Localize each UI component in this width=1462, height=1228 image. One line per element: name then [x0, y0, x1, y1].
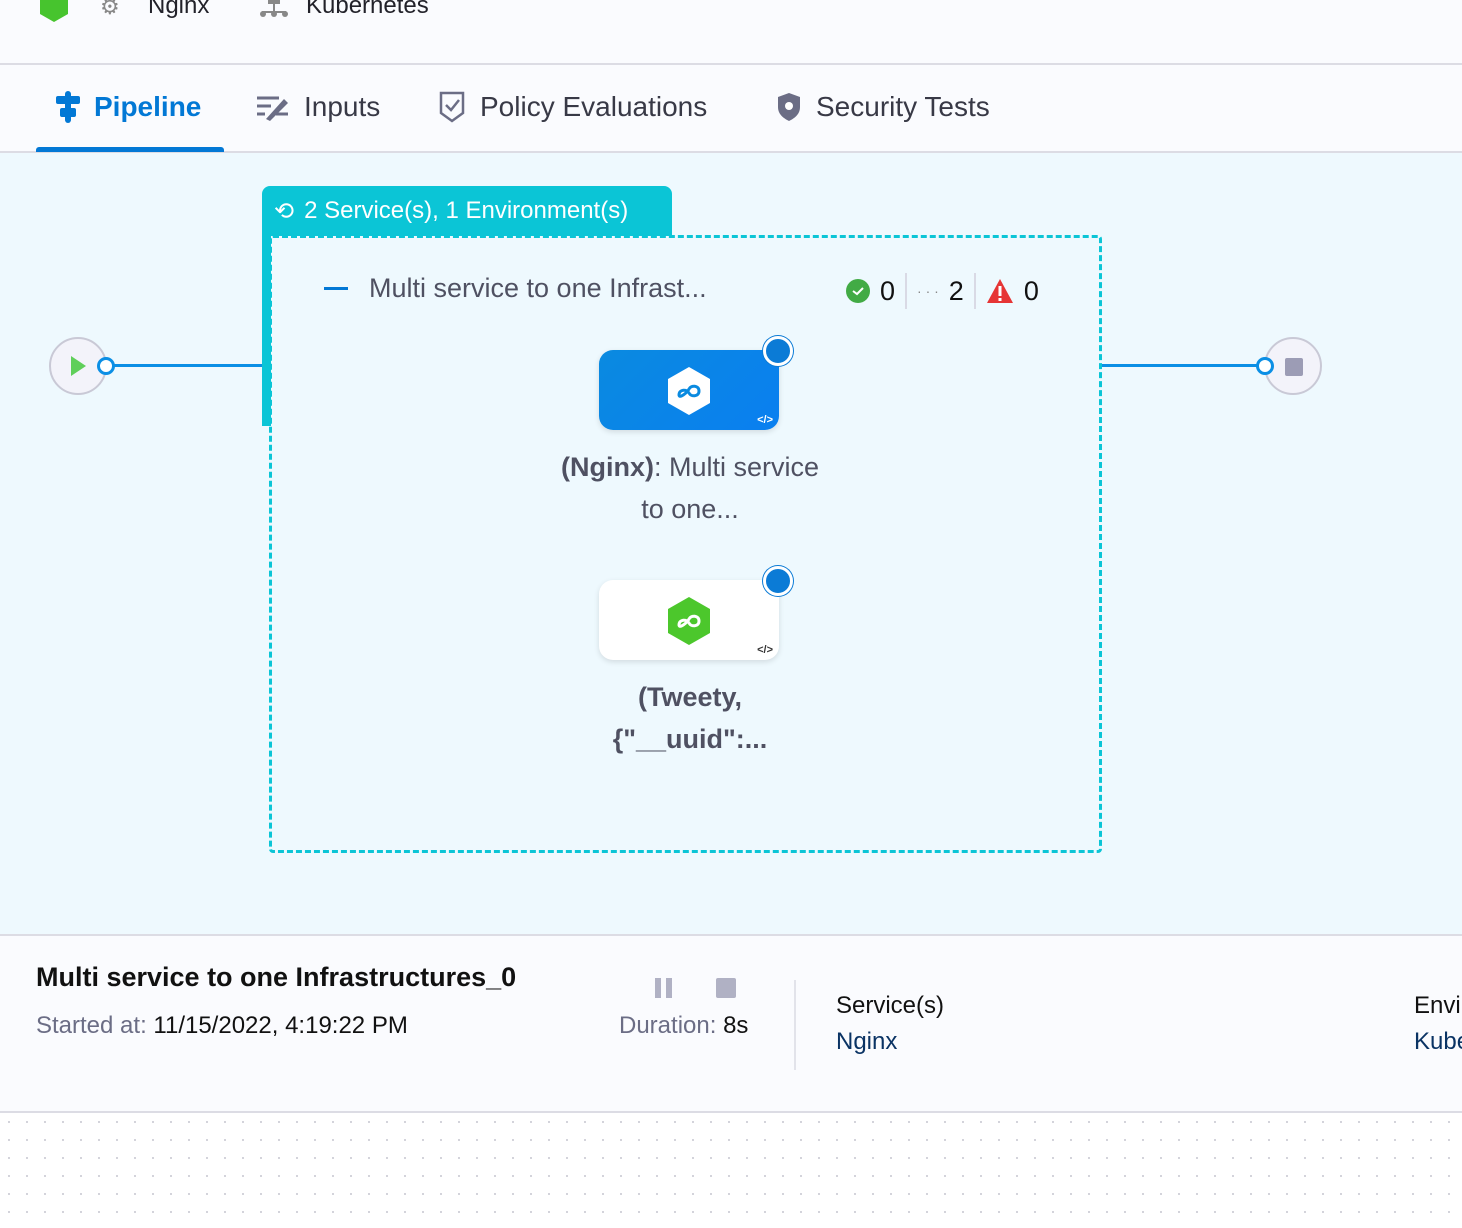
running-badge: [763, 566, 793, 596]
active-tab-indicator: [36, 147, 224, 152]
divider: [905, 273, 908, 309]
stage-title: Multi service to one Infrastructures_0: [36, 962, 517, 992]
node-label-rest: : Multi service to one...: [641, 452, 820, 524]
end-port: [1256, 357, 1274, 375]
connector-line: [1102, 364, 1262, 367]
connector-line: [114, 364, 264, 367]
divider: [973, 273, 976, 309]
duration: Duration: 8s: [619, 1012, 748, 1040]
stage-group-title: 2 Service(s), 1 Environment(s): [304, 197, 629, 224]
warning-icon: [986, 279, 1013, 303]
tab-label: Pipeline: [94, 91, 202, 122]
services-link[interactable]: Nginx: [836, 1028, 898, 1055]
environment-link[interactable]: Kube: [1414, 1028, 1462, 1055]
stop-button[interactable]: [716, 978, 736, 998]
service-icon: [668, 367, 710, 415]
node-label: (Tweety, {"__uuid":...: [560, 676, 820, 760]
pause-icon-bar: [666, 978, 672, 998]
tab-security-tests[interactable]: Security Tests: [776, 91, 990, 123]
node-label-bold: (Tweety, {"__uuid":...: [612, 682, 768, 754]
dotted-background: [0, 1113, 1462, 1228]
pause-icon[interactable]: [655, 978, 661, 998]
stage-group-bar: [262, 236, 271, 426]
node-label: (Nginx): Multi service to one...: [560, 446, 820, 530]
infrastructure-icon: [260, 0, 288, 17]
node-label-bold: (Nginx): [560, 452, 654, 482]
status-counts: 0 · · · 2 0: [846, 273, 1039, 309]
service-logo-icon: [40, 0, 68, 22]
running-count: 2: [948, 275, 964, 306]
started-at: Started at: 11/15/2022, 4:19:22 PM: [36, 1012, 408, 1039]
service-node-tweety[interactable]: </>: [599, 580, 779, 660]
execution-details-panel: Multi service to one Infrastructures_0 S…: [0, 934, 1462, 1113]
tab-policy-evaluations[interactable]: Policy Evaluations: [438, 91, 707, 123]
service-icon: [668, 597, 710, 645]
failed-count: 0: [1023, 275, 1039, 306]
tab-pipeline[interactable]: Pipeline: [56, 91, 201, 123]
tab-inputs[interactable]: Inputs: [256, 91, 380, 123]
stage-name: Multi service to one Infrast...: [369, 273, 707, 303]
tab-label: Inputs: [304, 91, 381, 122]
header-bar: ⚙ Nginx Kubernetes: [0, 0, 1462, 65]
policy-check-icon: [439, 91, 465, 123]
pipeline-canvas[interactable]: ⟲ 2 Service(s), 1 Environment(s) Multi s…: [0, 153, 1462, 934]
infrastructure-name: Kubernetes: [306, 0, 429, 19]
loop-icon: ⟲: [274, 197, 295, 225]
tab-label: Security Tests: [816, 91, 990, 122]
started-label: Started at: [36, 1012, 141, 1039]
duration-label: Duration:: [619, 1012, 717, 1039]
tab-bar: Pipeline Inputs Policy Evaluations Secur…: [0, 65, 1462, 153]
service-name: Nginx: [148, 0, 210, 19]
pipeline-icon: [56, 91, 80, 123]
started-value: 11/15/2022, 4:19:22 PM: [153, 1012, 408, 1039]
stop-icon: [1285, 358, 1303, 376]
divider: [794, 980, 796, 1070]
duration-value: 8s: [723, 1012, 749, 1039]
success-icon: [846, 279, 870, 303]
play-icon: [71, 356, 86, 376]
environment-label: Envi: [1414, 992, 1461, 1019]
service-node-nginx[interactable]: </>: [599, 350, 779, 430]
services-label: Service(s): [836, 992, 945, 1019]
gear-icon: ⚙: [100, 0, 120, 19]
stage-group-header[interactable]: ⟲ 2 Service(s), 1 Environment(s): [262, 186, 672, 236]
code-icon: </>: [757, 414, 773, 426]
code-icon: </>: [757, 644, 773, 656]
running-badge: [763, 336, 793, 366]
inputs-icon: [257, 96, 288, 121]
collapse-icon[interactable]: [324, 287, 348, 290]
tab-label: Policy Evaluations: [480, 91, 708, 122]
start-port: [97, 357, 115, 375]
stage-group-box: [269, 235, 1102, 853]
success-count: 0: [880, 275, 896, 306]
shield-icon: [778, 93, 800, 121]
running-icon: · · ·: [917, 283, 939, 299]
